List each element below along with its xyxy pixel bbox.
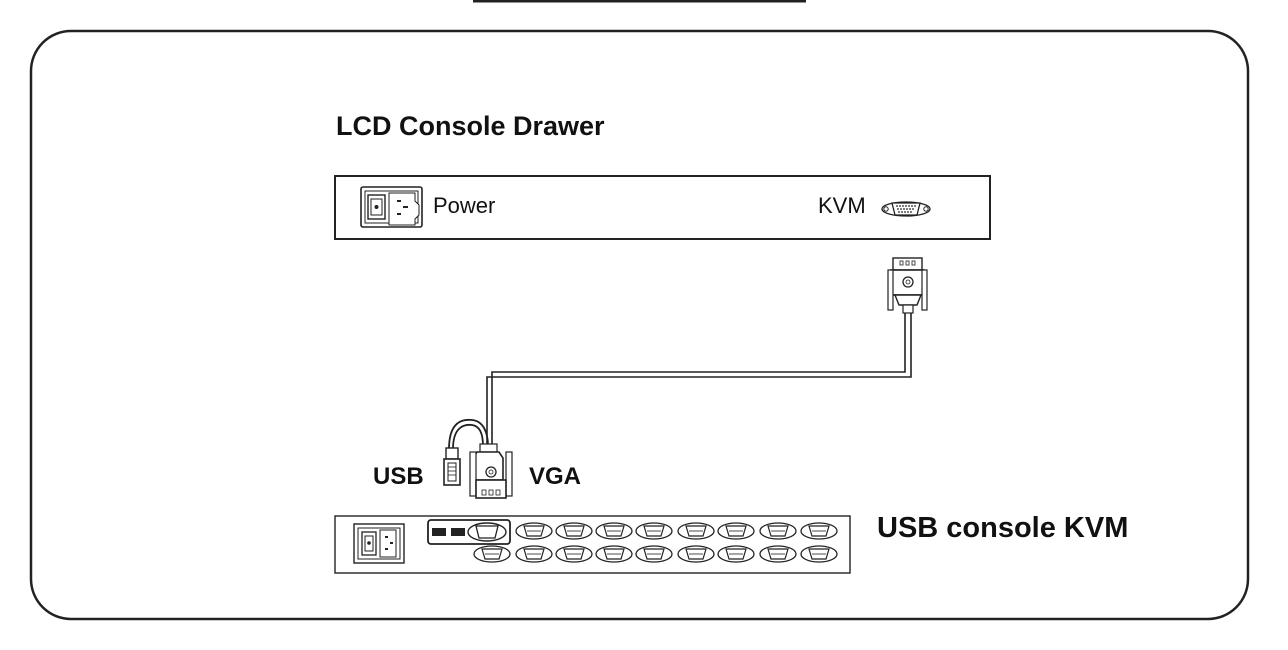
usb-cable xyxy=(448,418,489,450)
usb-label: USB xyxy=(373,463,424,490)
outer-frame xyxy=(29,29,1250,621)
vga-port-icon xyxy=(555,545,593,563)
vga-port-icon xyxy=(515,545,553,563)
usb-kvm-title: USB console KVM xyxy=(877,512,1129,544)
kvm-power-inlet-icon xyxy=(353,523,405,564)
usb-plug-icon xyxy=(443,447,461,486)
vga-port-icon xyxy=(881,201,931,217)
power-label: Power xyxy=(433,193,496,218)
kvm-port-grid xyxy=(473,522,838,563)
vga-port-icon xyxy=(800,522,838,540)
lcd-drawer-title: LCD Console Drawer xyxy=(336,111,605,141)
vga-port-icon xyxy=(800,545,838,563)
vga-port-icon xyxy=(759,545,797,563)
vga-port-icon xyxy=(677,545,715,563)
kvm-label: KVM xyxy=(818,193,866,218)
vga-port-icon xyxy=(555,522,593,540)
vga-label: VGA xyxy=(529,463,582,490)
usb-port-icon xyxy=(451,528,465,536)
vga-port-icon xyxy=(677,522,715,540)
vga-port-icon xyxy=(595,545,633,563)
vga-plug-icon xyxy=(887,257,928,314)
lcd-drawer-panel xyxy=(334,175,991,240)
vga-port-icon xyxy=(635,545,673,563)
vga-plug-kvm-end-icon xyxy=(469,443,513,499)
vga-port-icon xyxy=(717,522,755,540)
vga-cable xyxy=(486,313,912,446)
vga-port-icon xyxy=(595,522,633,540)
vga-port-icon xyxy=(717,545,755,563)
vga-port-icon xyxy=(759,522,797,540)
usb-port-icon xyxy=(432,528,446,536)
console-port-group xyxy=(427,519,511,545)
vga-port-icon xyxy=(515,522,553,540)
vga-port-icon xyxy=(635,522,673,540)
vga-port-icon xyxy=(473,545,511,563)
power-inlet-icon xyxy=(360,186,423,228)
